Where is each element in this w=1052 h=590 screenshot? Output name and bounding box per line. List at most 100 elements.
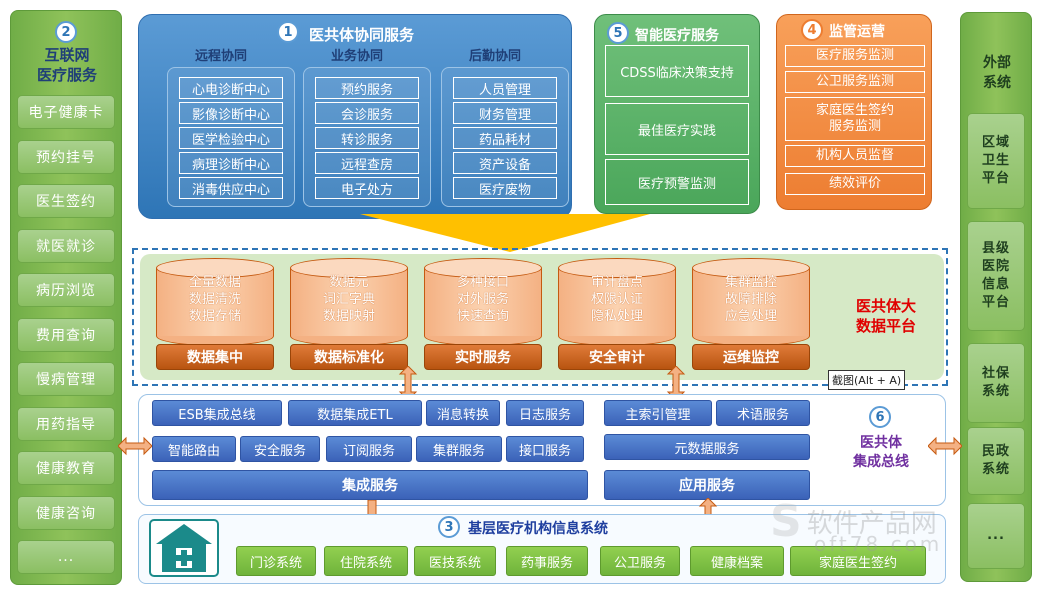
right-title-line2: 系统: [983, 75, 1011, 91]
cyl-top: [290, 258, 408, 278]
bus-item: 元数据服务: [604, 434, 810, 460]
cylinder-label: 数据集中: [156, 344, 274, 370]
collab-group-label: 后勤协同: [469, 49, 522, 64]
right-panel-external-systems: 外部 系统 区域 卫生 平台县级 医院 信息 平台社保 系统民政 系统...: [960, 12, 1032, 582]
collab-item: 电子处方: [315, 177, 419, 199]
bus-item: 数据集成ETL: [288, 400, 422, 426]
collab-item: 病理诊断中心: [179, 152, 283, 174]
bus-item: 日志服务: [506, 400, 584, 426]
left-item: ...: [17, 540, 115, 574]
left-item: 用药指导: [17, 406, 115, 441]
bus-item: 安全服务: [240, 436, 320, 462]
bus-title: 医共体 集成总线: [836, 434, 926, 472]
supervise-item: 医疗服务监测: [785, 45, 925, 67]
app-service-bar: 应用服务: [604, 470, 810, 500]
left-item: 电子健康卡: [17, 95, 115, 129]
base-title: 基层医疗机构信息系统: [468, 521, 608, 537]
base-item: 家庭医生签约: [790, 546, 926, 576]
cyl-top: [558, 258, 676, 278]
cylinder-text-line: 全量数据: [188, 275, 241, 290]
collab-item: 影像诊断中心: [179, 102, 283, 124]
base-item: 医技系统: [414, 546, 496, 576]
smart-title: 智能医疗服务: [635, 28, 719, 44]
cylinder-label: 运维监控: [692, 344, 810, 370]
cyl-body: [692, 268, 810, 336]
data-cylinder: 集群监控故障排除应急处理: [692, 258, 810, 348]
collab-item: 预约服务: [315, 77, 419, 99]
cylinder-label: 安全审计: [558, 344, 676, 370]
cyl-top: [156, 258, 274, 278]
cylinder-text-line: 故障排除: [724, 292, 777, 307]
collab-item: 资产设备: [453, 152, 557, 174]
integration-service-bar: 集成服务: [152, 470, 588, 500]
left-item: 医生签约: [17, 184, 115, 218]
base-item: 住院系统: [324, 546, 408, 576]
cylinder-text-line: 数据映射: [322, 309, 375, 324]
left-title-line1: 互联网: [44, 46, 90, 64]
supervise-item: 家庭医生签约 服务监测: [785, 97, 925, 141]
platform-title-line1: 医共体大: [855, 297, 916, 315]
cylinder-label: 数据标准化: [290, 344, 408, 370]
supervise-item: 绩效评价: [785, 173, 925, 195]
supervise-item: 公卫服务监测: [785, 71, 925, 93]
cylinder-text: 数据元词汇字典数据映射: [290, 274, 408, 325]
collab-group-frame: [303, 67, 431, 207]
arrow-platform-bus-left: [398, 366, 418, 400]
supervision-box: 4 监管运营 医疗服务监测公卫服务监测家庭医生签约 服务监测机构人员监督绩效评价: [776, 14, 932, 210]
cylinder-text-line: 隐私处理: [590, 309, 643, 324]
base-item: 药事服务: [506, 546, 588, 576]
collab-item: 远程查房: [315, 152, 419, 174]
data-platform-area: [140, 254, 944, 380]
bus-title-line2: 集成总线: [853, 454, 909, 470]
right-item: 县级 医院 信息 平台: [967, 221, 1025, 331]
left-item: 健康教育: [17, 451, 115, 485]
bus-item: 订阅服务: [326, 436, 412, 462]
bus-item: 集群服务: [416, 436, 502, 462]
left-item: 费用查询: [17, 317, 115, 352]
collab-item: 医疗废物: [453, 177, 557, 199]
section-number-6: 6: [869, 406, 891, 428]
collab-group-label: 业务协同: [331, 49, 384, 64]
base-item: 门诊系统: [236, 546, 316, 576]
cylinder-text-line: 多种接口: [456, 275, 509, 290]
left-item: 预约挂号: [17, 139, 115, 174]
hospital-logo-icon: [148, 518, 220, 578]
right-panel-title: 外部 系统: [961, 53, 1033, 93]
bus-item: ESB集成总线: [152, 400, 282, 426]
arrow-left-panel-bus: [118, 436, 152, 456]
cyl-body: [290, 268, 408, 336]
left-item: 病历浏览: [17, 273, 115, 307]
collab-group-frame: [167, 67, 295, 207]
section-number-5: 5: [607, 22, 629, 44]
right-item: 民政 系统: [967, 427, 1025, 495]
smart-item: 医疗预警监测: [605, 159, 749, 205]
cylinder-text: 全量数据数据清洗数据存储: [156, 274, 274, 325]
funnel-arrow-shape: [360, 214, 650, 252]
watermark: S 软件产品网 oft78.com: [770, 496, 939, 556]
cylinder-text-line: 审计盘点: [590, 275, 643, 290]
supervise-item: 机构人员监督: [785, 145, 925, 167]
collab-item: 人员管理: [453, 77, 557, 99]
collab-item: 转诊服务: [315, 127, 419, 149]
section-number-4: 4: [801, 19, 823, 41]
base-item: 健康档案: [690, 546, 784, 576]
section-number-3: 3: [438, 516, 460, 538]
collab-title: 医共体协同服务: [309, 26, 415, 44]
platform-title: 医共体大 数据平台: [836, 296, 936, 336]
bus-item: 智能路由: [152, 436, 236, 462]
section-number-2: 2: [55, 21, 77, 43]
cylinder-text: 多种接口对外服务快速查询: [424, 274, 542, 325]
bus-item: 主索引管理: [604, 400, 712, 426]
watermark-text: 软件产品网: [806, 509, 937, 539]
left-item: 就医就诊: [17, 228, 115, 263]
data-cylinder: 多种接口对外服务快速查询: [424, 258, 542, 348]
cylinder-text-line: 应急处理: [724, 309, 777, 324]
platform-title-line2: 数据平台: [855, 317, 916, 335]
collab-item: 药品耗材: [453, 127, 557, 149]
cylinder-text-line: 集群监控: [724, 275, 777, 290]
cyl-top: [424, 258, 542, 278]
data-platform-frame: [132, 248, 948, 386]
smart-medical-box: 5 智能医疗服务 CDSS临床决策支持最佳医疗实践医疗预警监测: [594, 14, 760, 214]
smart-item: 最佳医疗实践: [605, 103, 749, 155]
cylinder-text: 集群监控故障排除应急处理: [692, 274, 810, 325]
